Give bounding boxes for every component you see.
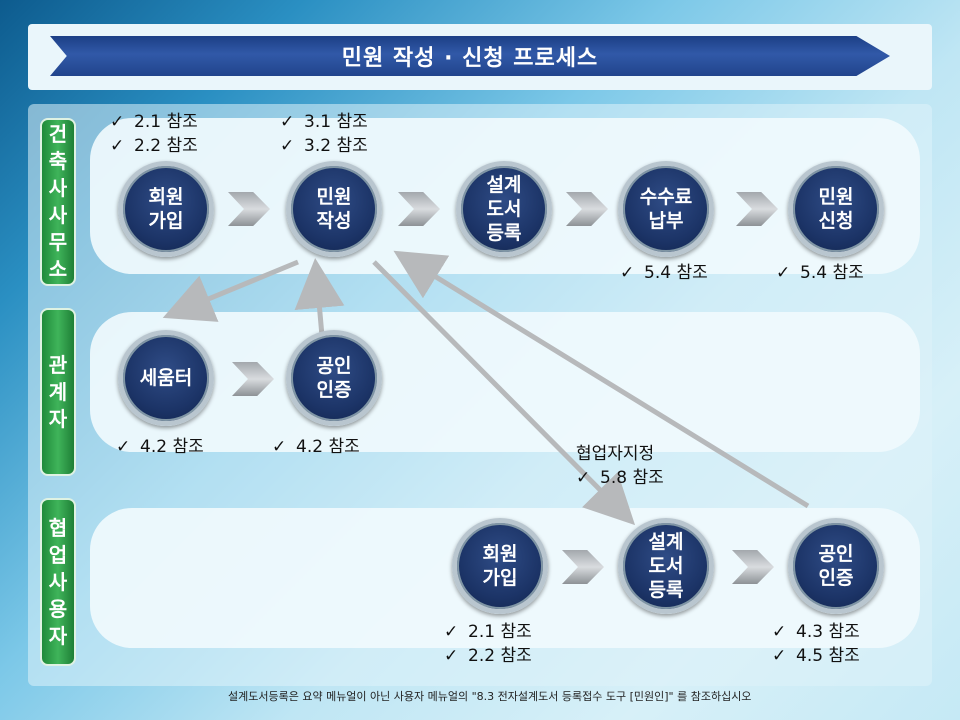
lane-char: 건 [48,122,68,146]
lane-char: 소 [48,257,68,281]
footer-note: 설계도서등록은 요약 메뉴얼이 아닌 사용자 메뉴얼의 "8.3 전자설계도서 … [228,690,752,703]
ref-signup: ✓ 2.1 참조 ✓ 2.2 참조 [110,110,198,158]
arrow-cert-to-minwon [294,258,345,337]
arrow-minwon-to-collab-design [372,260,636,526]
lane-char: 계 [48,379,68,404]
lane-char: 축 [48,149,68,173]
node-label: 공인 [818,543,854,565]
node-label: 등록 [486,222,522,244]
node-label: 민원 [818,186,854,208]
ref-write-petition: ✓ 3.1 참조 ✓ 3.2 참조 [280,110,368,158]
check-icon: ✓ [116,437,131,457]
ref-text: 3.2 참조 [304,136,368,156]
check-icon: ✓ [576,468,591,488]
node-label: 도서 [486,198,522,220]
ref-collab-signup: ✓ 2.1 참조 ✓ 2.2 참조 [444,620,532,668]
node-collab-design-docs[interactable]: 설계 도서 등록 [618,518,714,614]
lane-char: 관 [48,352,68,377]
lane-char: 자 [48,406,68,431]
node-label: 회원 [482,543,518,565]
node-label: 인증 [818,567,854,589]
ref-collab-cert: ✓ 4.3 참조 ✓ 4.5 참조 [772,620,860,668]
node-label: 등록 [648,579,684,601]
check-icon: ✓ [444,646,459,666]
check-icon: ✓ [444,622,459,642]
node-label: 작성 [316,210,352,232]
ref-text: 2.1 참조 [134,112,198,132]
ref-text: 4.2 참조 [140,437,204,457]
ref-text: 2.1 참조 [468,622,532,642]
node-submit-petition[interactable]: 민원 신청 [788,161,884,257]
ref-fee-payment: ✓ 5.4 참조 [620,261,708,285]
lane-char: 자 [48,623,68,648]
node-label: 가입 [482,567,518,589]
node-signup[interactable]: 회원 가입 [118,161,214,257]
ref-text: 2.2 참조 [134,136,198,156]
node-label: 신청 [818,210,854,232]
ref-cert: ✓ 4.2 참조 [272,435,360,459]
ref-text: 2.2 참조 [468,646,532,666]
node-label: 회원 [148,186,184,208]
lane-tab-collab: 협 업 사 용 자 [40,498,76,666]
lane-char: 사 [48,569,68,594]
check-icon: ✓ [280,136,295,156]
lane-char: 사 [48,203,68,227]
ref-text: 3.1 참조 [304,112,368,132]
ref-text: 4.5 참조 [796,646,860,666]
node-label: 설계 [486,174,522,196]
collab-label: 협업자지정 [576,444,655,464]
node-collab-signup[interactable]: 회원 가입 [452,518,548,614]
check-icon: ✓ [772,646,787,666]
check-icon: ✓ [772,622,787,642]
lane-char: 무 [48,230,68,254]
node-label: 세움터 [139,367,193,389]
check-icon: ✓ [110,136,125,156]
node-seumteo[interactable]: 세움터 [118,330,214,426]
node-label: 설계 [648,531,684,553]
ref-text: 5.8 참조 [600,468,664,488]
lane-stakeholder [90,312,920,452]
check-icon: ✓ [272,437,287,457]
node-label: 수수료 [639,186,693,208]
lane-char: 업 [48,542,68,567]
lane-char: 협 [48,515,68,540]
lane-tab-architect: 건 축 사 사 무 소 [40,118,76,286]
check-icon: ✓ [110,112,125,132]
check-icon: ✓ [280,112,295,132]
arrow-collab-cert-to-design [393,250,810,509]
node-label: 도서 [648,555,684,577]
node-fee-payment[interactable]: 수수료 납부 [618,161,714,257]
page-title: 민원 작성 · 신청 프로세스 [50,36,890,76]
ref-text: 5.4 참조 [644,263,708,283]
ref-submit-petition: ✓ 5.4 참조 [776,261,864,285]
ref-seumteo: ✓ 4.2 참조 [116,435,204,459]
lane-char: 사 [48,176,68,200]
node-collab-cert[interactable]: 공인 인증 [788,518,884,614]
node-label: 민원 [316,186,352,208]
node-label: 인증 [316,379,352,401]
check-icon: ✓ [776,263,791,283]
node-write-petition[interactable]: 민원 작성 [286,161,382,257]
lane-tab-stakeholder: 관 계 자 [40,308,76,476]
arrow-minwon-to-seumteo [162,259,299,322]
node-label: 가입 [148,210,184,232]
ref-text: 4.2 참조 [296,437,360,457]
lane-char: 용 [48,596,68,621]
check-icon: ✓ [620,263,635,283]
node-cert[interactable]: 공인 인증 [286,330,382,426]
node-design-docs[interactable]: 설계 도서 등록 [456,161,552,257]
ref-text: 4.3 참조 [796,622,860,642]
ref-text: 5.4 참조 [800,263,864,283]
node-label: 공인 [316,355,352,377]
ref-collab-assign: 협업자지정 ✓ 5.8 참조 [576,442,664,490]
node-label: 납부 [648,210,684,232]
